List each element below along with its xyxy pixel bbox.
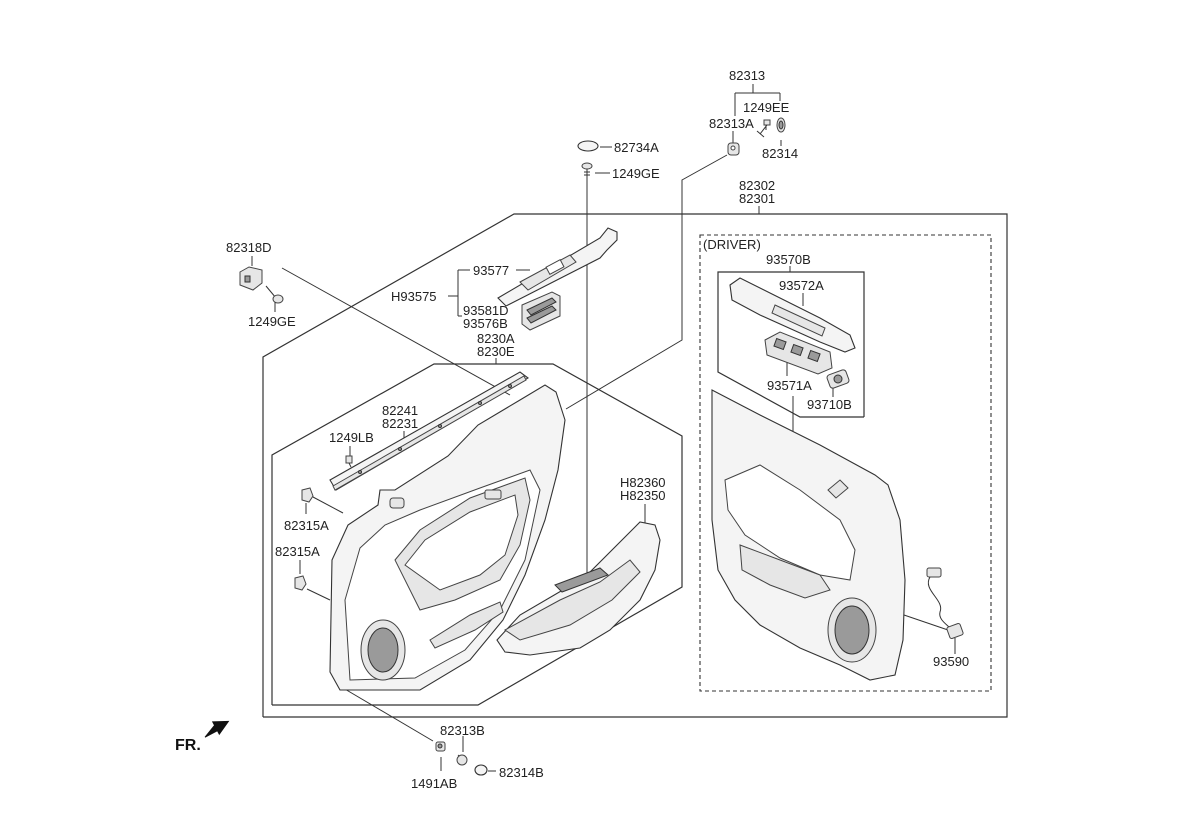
label-82302: 82302	[739, 178, 775, 193]
label-82315A-1: 82315A	[284, 518, 329, 533]
part-labels: 82313 1249EE 82313A 82314 82734A 1249GE …	[175, 68, 969, 791]
screw-82313B	[456, 754, 468, 766]
label-93572A: 93572A	[779, 278, 824, 293]
clip-82313A	[727, 142, 740, 156]
driver-dashed-box	[699, 234, 992, 692]
clip-1249LB	[345, 455, 353, 468]
main-assembly-outline	[262, 213, 1008, 718]
label-82734A: 82734A	[614, 140, 659, 155]
label-driver: (DRIVER)	[703, 237, 761, 252]
label-82313A: 82313A	[709, 116, 754, 131]
label-H82360: H82360	[620, 475, 666, 490]
label-93570B: 93570B	[766, 252, 811, 267]
label-82313B: 82313B	[440, 723, 485, 738]
label-93590: 93590	[933, 654, 969, 669]
label-82314: 82314	[762, 146, 798, 161]
driver-switch-93571A	[764, 331, 833, 375]
label-82313: 82313	[729, 68, 765, 83]
nut-1491AB	[435, 741, 446, 752]
label-H93575: H93575	[391, 289, 437, 304]
bracket-82318D	[239, 266, 263, 291]
hardware-parts	[239, 117, 786, 776]
label-93576B: 93576B	[463, 316, 508, 331]
label-1249GE-left: 1249GE	[248, 314, 296, 329]
label-93577: 93577	[473, 263, 509, 278]
label-93710B: 93710B	[807, 397, 852, 412]
window-switch-93576B	[521, 291, 561, 331]
label-82241: 82241	[382, 403, 418, 418]
window-switch-bezel-93577	[497, 227, 618, 307]
clip-82315A-2	[294, 575, 307, 591]
mirror-switch-93710B	[826, 369, 850, 389]
screw-1249GE-left	[265, 285, 284, 304]
weatherstrip-82241	[329, 371, 529, 491]
screw-1249EE	[756, 119, 771, 138]
label-1249EE: 1249EE	[743, 100, 790, 115]
label-8230E: 8230E	[477, 344, 515, 359]
cap-82734A	[577, 140, 599, 152]
label-1491AB: 1491AB	[411, 776, 457, 791]
front-direction-indicator	[204, 720, 230, 738]
label-93581D: 93581D	[463, 303, 509, 318]
label-82314B: 82314B	[499, 765, 544, 780]
driver-switch-box	[717, 271, 865, 418]
panel-group-outline	[271, 363, 683, 706]
armrest-H82360	[496, 521, 661, 656]
screw-1249GE-top	[581, 162, 593, 179]
label-82231: 82231	[382, 416, 418, 431]
label-front: FR.	[175, 737, 201, 754]
grommet-82314B	[474, 764, 488, 776]
label-82318D: 82318D	[226, 240, 272, 255]
driver-door-panel	[711, 389, 906, 681]
door-trim-panel-8230A	[329, 384, 566, 691]
label-82301: 82301	[739, 191, 775, 206]
label-82315A-2: 82315A	[275, 544, 320, 559]
label-93571A: 93571A	[767, 378, 812, 393]
label-1249GE-top: 1249GE	[612, 166, 660, 181]
driver-switch-bezel-93572A	[729, 277, 856, 353]
clip-82315A-1	[301, 487, 314, 503]
label-1249LB: 1249LB	[329, 430, 374, 445]
label-H82350: H82350	[620, 488, 666, 503]
label-8230A: 8230A	[477, 331, 515, 346]
grommet-82314	[776, 117, 786, 133]
wiring-93590	[926, 567, 964, 639]
